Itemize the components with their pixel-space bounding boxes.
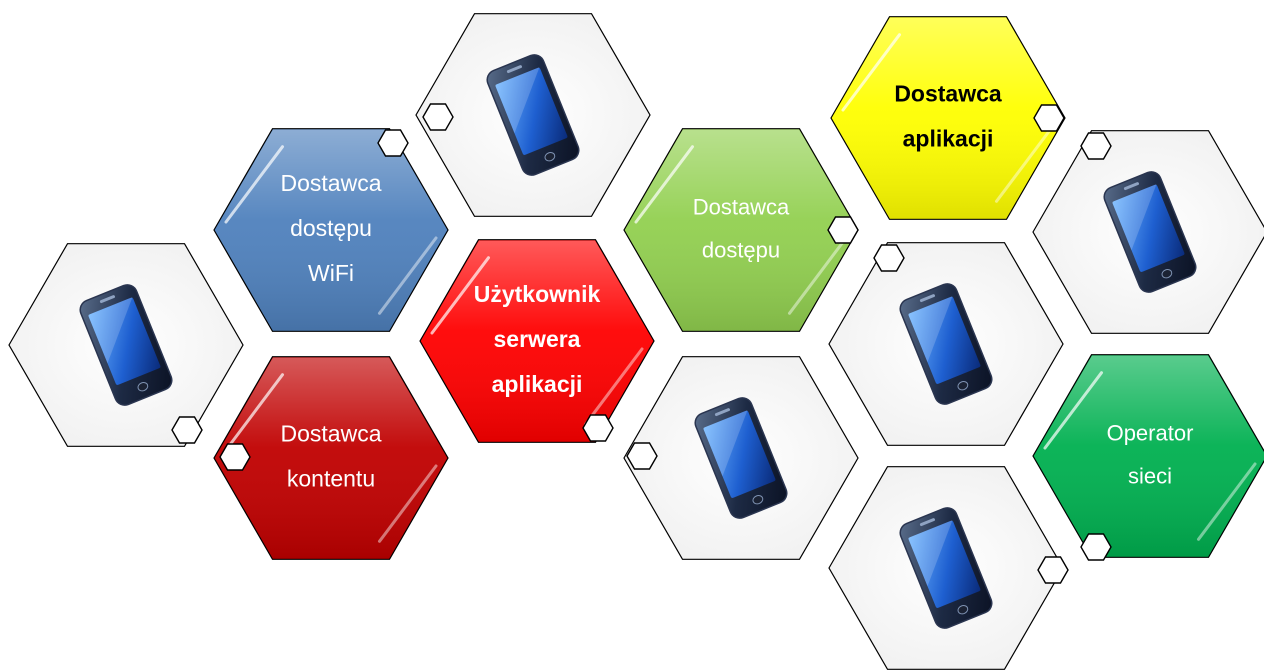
hexagon-connector-icon [827,216,859,244]
smartphone-icon [1103,171,1197,293]
role-label-line: Użytkownik [474,281,601,307]
role-hex-gloss [215,357,447,559]
smartphone-icon [899,507,993,629]
role-hex-app-server-user: Użytkownik serwera aplikacji [419,239,655,443]
role-hex-gloss [215,129,447,331]
role-hex-content-provider: Dostawca kontentu [213,356,449,560]
role-hex-highlight [224,373,284,452]
hexagon-connector-icon [582,414,614,442]
device-hex-lower-right [828,466,1064,670]
role-label: Dostawca aplikacji [894,81,1002,152]
hexagon-connector-icon [626,442,658,470]
role-label-line: Dostawca [693,194,790,219]
role-label: Użytkownik serwera aplikacji [474,281,601,397]
role-label: Dostawca dostępu [693,194,790,262]
role-label-line: Dostawca [281,421,382,447]
hexagon-connector-icon [171,416,203,444]
role-hex-access-provider: Dostawca dostępu [623,128,859,332]
hexagon-connector-icon [377,129,409,157]
role-label-line: kontentu [287,466,375,492]
role-label-line: aplikacji [492,371,583,397]
role-hex-gloss [832,17,1064,219]
role-label-line: serwera [494,326,581,352]
role-hex-highlight [1197,462,1257,541]
smartphone-icon [694,397,788,519]
role-label-line: dostępu [702,237,780,262]
smartphone-icon [486,54,580,176]
role-label-line: aplikacji [903,126,994,152]
role-hex-highlight [378,464,438,543]
hexagon-connector-icon [1037,556,1069,584]
device-hex-center [623,356,859,560]
role-hex-app-provider: Dostawca aplikacji [830,16,1066,220]
role-hex-highlight [841,33,901,112]
smartphone-icon [899,283,993,405]
hexagon-connector-icon [219,443,251,471]
hexagon-connector-icon [1033,104,1065,132]
device-hex-top [415,13,651,217]
role-label-line: Dostawca [894,81,1002,107]
role-hex-network-operator: Operator sieci [1032,354,1264,558]
role-hex-highlight [1043,371,1103,450]
smartphone-icon [79,284,173,406]
role-label-line: sieci [1128,463,1172,488]
hexagon-connector-icon [1080,533,1112,561]
role-label: Operator sieci [1107,420,1194,488]
role-label: Dostawca kontentu [281,421,382,492]
hexagon-connector-icon [422,103,454,131]
role-hex-highlight [995,124,1055,203]
hexagon-connector-icon [1080,132,1112,160]
role-hex-highlight [584,347,644,426]
role-hex-gloss [625,129,857,331]
role-hex-highlight [788,236,848,315]
hexagon-connector-icon [873,244,905,272]
device-hex-middle-right [828,242,1064,446]
role-label-line: WiFi [308,260,354,286]
device-hex-far-right [1032,130,1264,334]
role-label-line: Dostawca [281,170,382,196]
role-hex-gloss [421,240,653,442]
role-hex-highlight [430,256,490,335]
role-hex-gloss [1034,355,1264,557]
device-hex-left [8,243,244,447]
role-label-line: dostępu [290,215,372,241]
role-label-line: Operator [1107,420,1194,445]
role-hex-highlight [378,236,438,315]
role-hex-highlight [224,145,284,224]
role-hex-highlight [634,145,694,224]
